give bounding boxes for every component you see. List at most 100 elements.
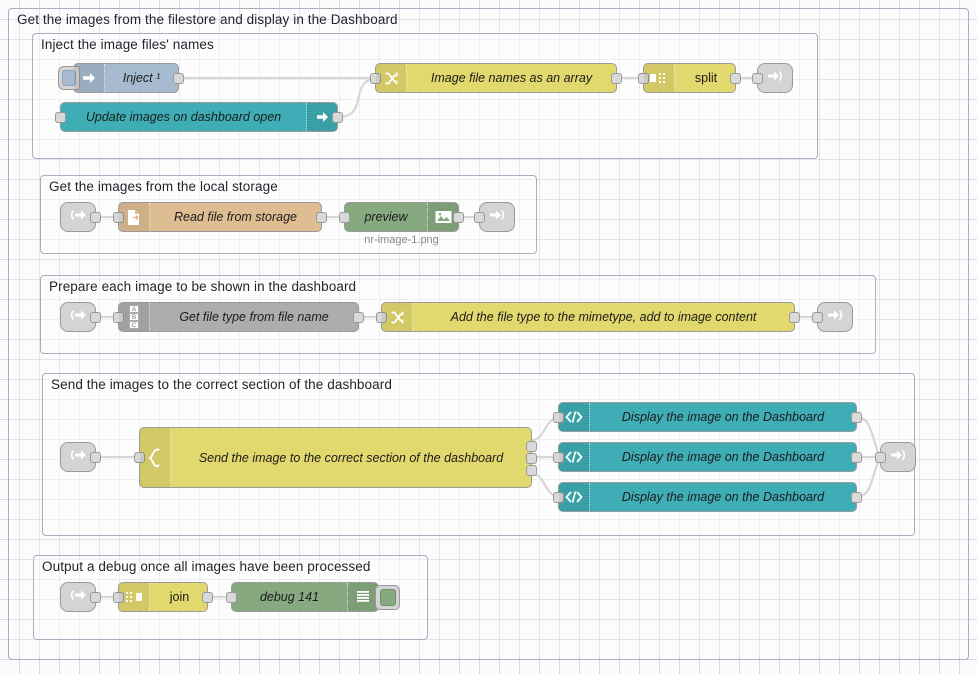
input-port[interactable] (553, 411, 564, 423)
link-out-node-1[interactable] (752, 63, 793, 93)
link-in-node-3[interactable] (60, 442, 101, 472)
change-shuffle-icon (376, 64, 407, 92)
group-inject-label: Inject the image files' names (41, 37, 214, 52)
node-debug[interactable]: debug 141 (226, 582, 400, 612)
output-port[interactable] (851, 451, 862, 463)
link-in-node-2[interactable] (60, 302, 101, 332)
inject-trigger-button[interactable] (58, 66, 80, 90)
abc-template-icon: A B C (119, 303, 150, 331)
node-preview-label: preview (364, 210, 408, 224)
input-port[interactable] (113, 311, 124, 323)
node-add-mimetype[interactable]: Add the file type to the mimetype, add t… (376, 302, 800, 332)
image-preview-icon (427, 203, 458, 231)
node-ui-control[interactable]: Update images on dashboard open (55, 102, 343, 132)
input-port[interactable] (226, 591, 237, 603)
node-ui-control-label: Update images on dashboard open (85, 110, 282, 124)
input-port[interactable] (474, 211, 485, 223)
node-display-3[interactable]: Display the image on the Dashboard (553, 482, 862, 512)
svg-text:C: C (132, 322, 137, 329)
link-out-node-4[interactable] (875, 442, 916, 472)
output-port[interactable] (90, 451, 101, 463)
file-read-icon (119, 203, 150, 231)
debug-list-icon (347, 583, 378, 611)
link-in-icon (70, 209, 86, 221)
input-port[interactable] (370, 72, 381, 84)
group-send-label: Send the images to the correct section o… (51, 377, 392, 392)
output-port[interactable] (202, 591, 213, 603)
link-in-node-1[interactable] (60, 202, 101, 232)
join-icon (119, 583, 150, 611)
output-port[interactable] (453, 211, 464, 223)
code-template-icon (559, 483, 590, 511)
output-port[interactable] (90, 211, 101, 223)
output-port-1[interactable] (526, 441, 537, 452)
link-in-icon (70, 449, 86, 461)
node-get-file-type-label: Get file type from file name (179, 310, 329, 324)
node-split[interactable]: split (638, 63, 741, 93)
node-change-image-names-label: Image file names as an array (430, 71, 593, 85)
node-get-file-type[interactable]: A B C Get file type from file name (113, 302, 364, 332)
input-port[interactable] (55, 111, 66, 123)
group-debug-label: Output a debug once all images have been… (42, 559, 371, 574)
node-display-1[interactable]: Display the image on the Dashboard (553, 402, 862, 432)
debug-enable-toggle[interactable] (375, 585, 400, 610)
node-preview-status: nr-image-1.png (364, 234, 439, 246)
input-port[interactable] (812, 311, 823, 323)
group-outer[interactable]: Get the images from the filestore and di… (8, 8, 969, 660)
node-change-image-names[interactable]: Image file names as an array (370, 63, 622, 93)
node-inject-label: Inject ¹ (122, 71, 161, 85)
input-port[interactable] (752, 72, 763, 84)
input-port[interactable] (134, 452, 145, 463)
link-out-icon (490, 209, 505, 221)
switch-icon (140, 428, 171, 487)
input-port[interactable] (553, 451, 564, 463)
node-preview[interactable]: preview (339, 202, 464, 232)
output-port[interactable] (730, 72, 741, 84)
node-join[interactable]: join (113, 582, 213, 612)
output-port-2[interactable] (526, 453, 537, 464)
output-port[interactable] (611, 72, 622, 84)
output-port[interactable] (90, 591, 101, 603)
node-read-file-label: Read file from storage (174, 210, 297, 224)
output-port[interactable] (332, 111, 343, 123)
ui-control-arrow-icon (306, 103, 337, 131)
output-port[interactable] (353, 311, 364, 323)
node-display-2[interactable]: Display the image on the Dashboard (553, 442, 862, 472)
input-port[interactable] (376, 311, 387, 323)
input-port[interactable] (113, 211, 124, 223)
node-display-1-label: Display the image on the Dashboard (621, 410, 825, 424)
link-out-node-3[interactable] (812, 302, 853, 332)
link-out-icon (891, 449, 906, 461)
group-local-storage-label: Get the images from the local storage (49, 179, 278, 194)
input-port[interactable] (339, 211, 350, 223)
node-switch-send-label: Send the image to the correct section of… (198, 450, 504, 465)
output-port[interactable] (851, 411, 862, 423)
output-port[interactable] (90, 311, 101, 323)
input-port[interactable] (875, 451, 886, 463)
output-port[interactable] (173, 72, 184, 84)
output-port-3[interactable] (526, 465, 537, 476)
output-port[interactable] (851, 491, 862, 503)
code-template-icon (559, 403, 590, 431)
link-out-node-2[interactable] (474, 202, 515, 232)
link-in-node-4[interactable] (60, 582, 101, 612)
node-display-2-label: Display the image on the Dashboard (621, 450, 825, 464)
group-prepare-label: Prepare each image to be shown in the da… (49, 279, 357, 294)
node-inject[interactable]: Inject ¹ (58, 63, 184, 93)
node-join-label: join (169, 590, 190, 604)
group-inject[interactable]: Inject the image files' names (32, 33, 818, 159)
link-in-icon (70, 589, 86, 601)
output-port[interactable] (316, 211, 327, 223)
output-port[interactable] (789, 311, 800, 323)
change-shuffle-icon (382, 303, 413, 331)
node-switch-send[interactable]: Send the image to the correct section of… (134, 427, 537, 488)
link-in-icon (70, 309, 86, 321)
node-read-file[interactable]: Read file from storage (113, 202, 327, 232)
svg-text:A: A (132, 306, 137, 313)
input-port[interactable] (553, 491, 564, 503)
group-outer-label: Get the images from the filestore and di… (17, 12, 398, 27)
split-icon (644, 64, 675, 92)
input-port[interactable] (638, 72, 649, 84)
input-port[interactable] (113, 591, 124, 603)
